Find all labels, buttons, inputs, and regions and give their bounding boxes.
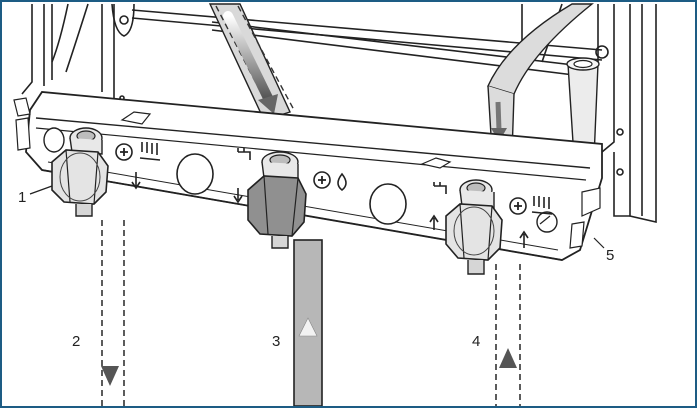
callout-5: 5 xyxy=(606,247,615,264)
callout-3: 3 xyxy=(272,333,281,350)
callout-1: 1 xyxy=(18,189,27,206)
valve-2 xyxy=(247,151,331,406)
valve-3 xyxy=(445,179,527,406)
upper-pipe-right xyxy=(487,3,600,159)
bracket-symbols xyxy=(131,142,553,248)
callout-4: 4 xyxy=(472,333,481,350)
valve-1 xyxy=(51,127,133,406)
callout-2: 2 xyxy=(72,333,81,350)
callout-leaders xyxy=(29,185,605,249)
upper-pipe-left xyxy=(208,3,295,121)
